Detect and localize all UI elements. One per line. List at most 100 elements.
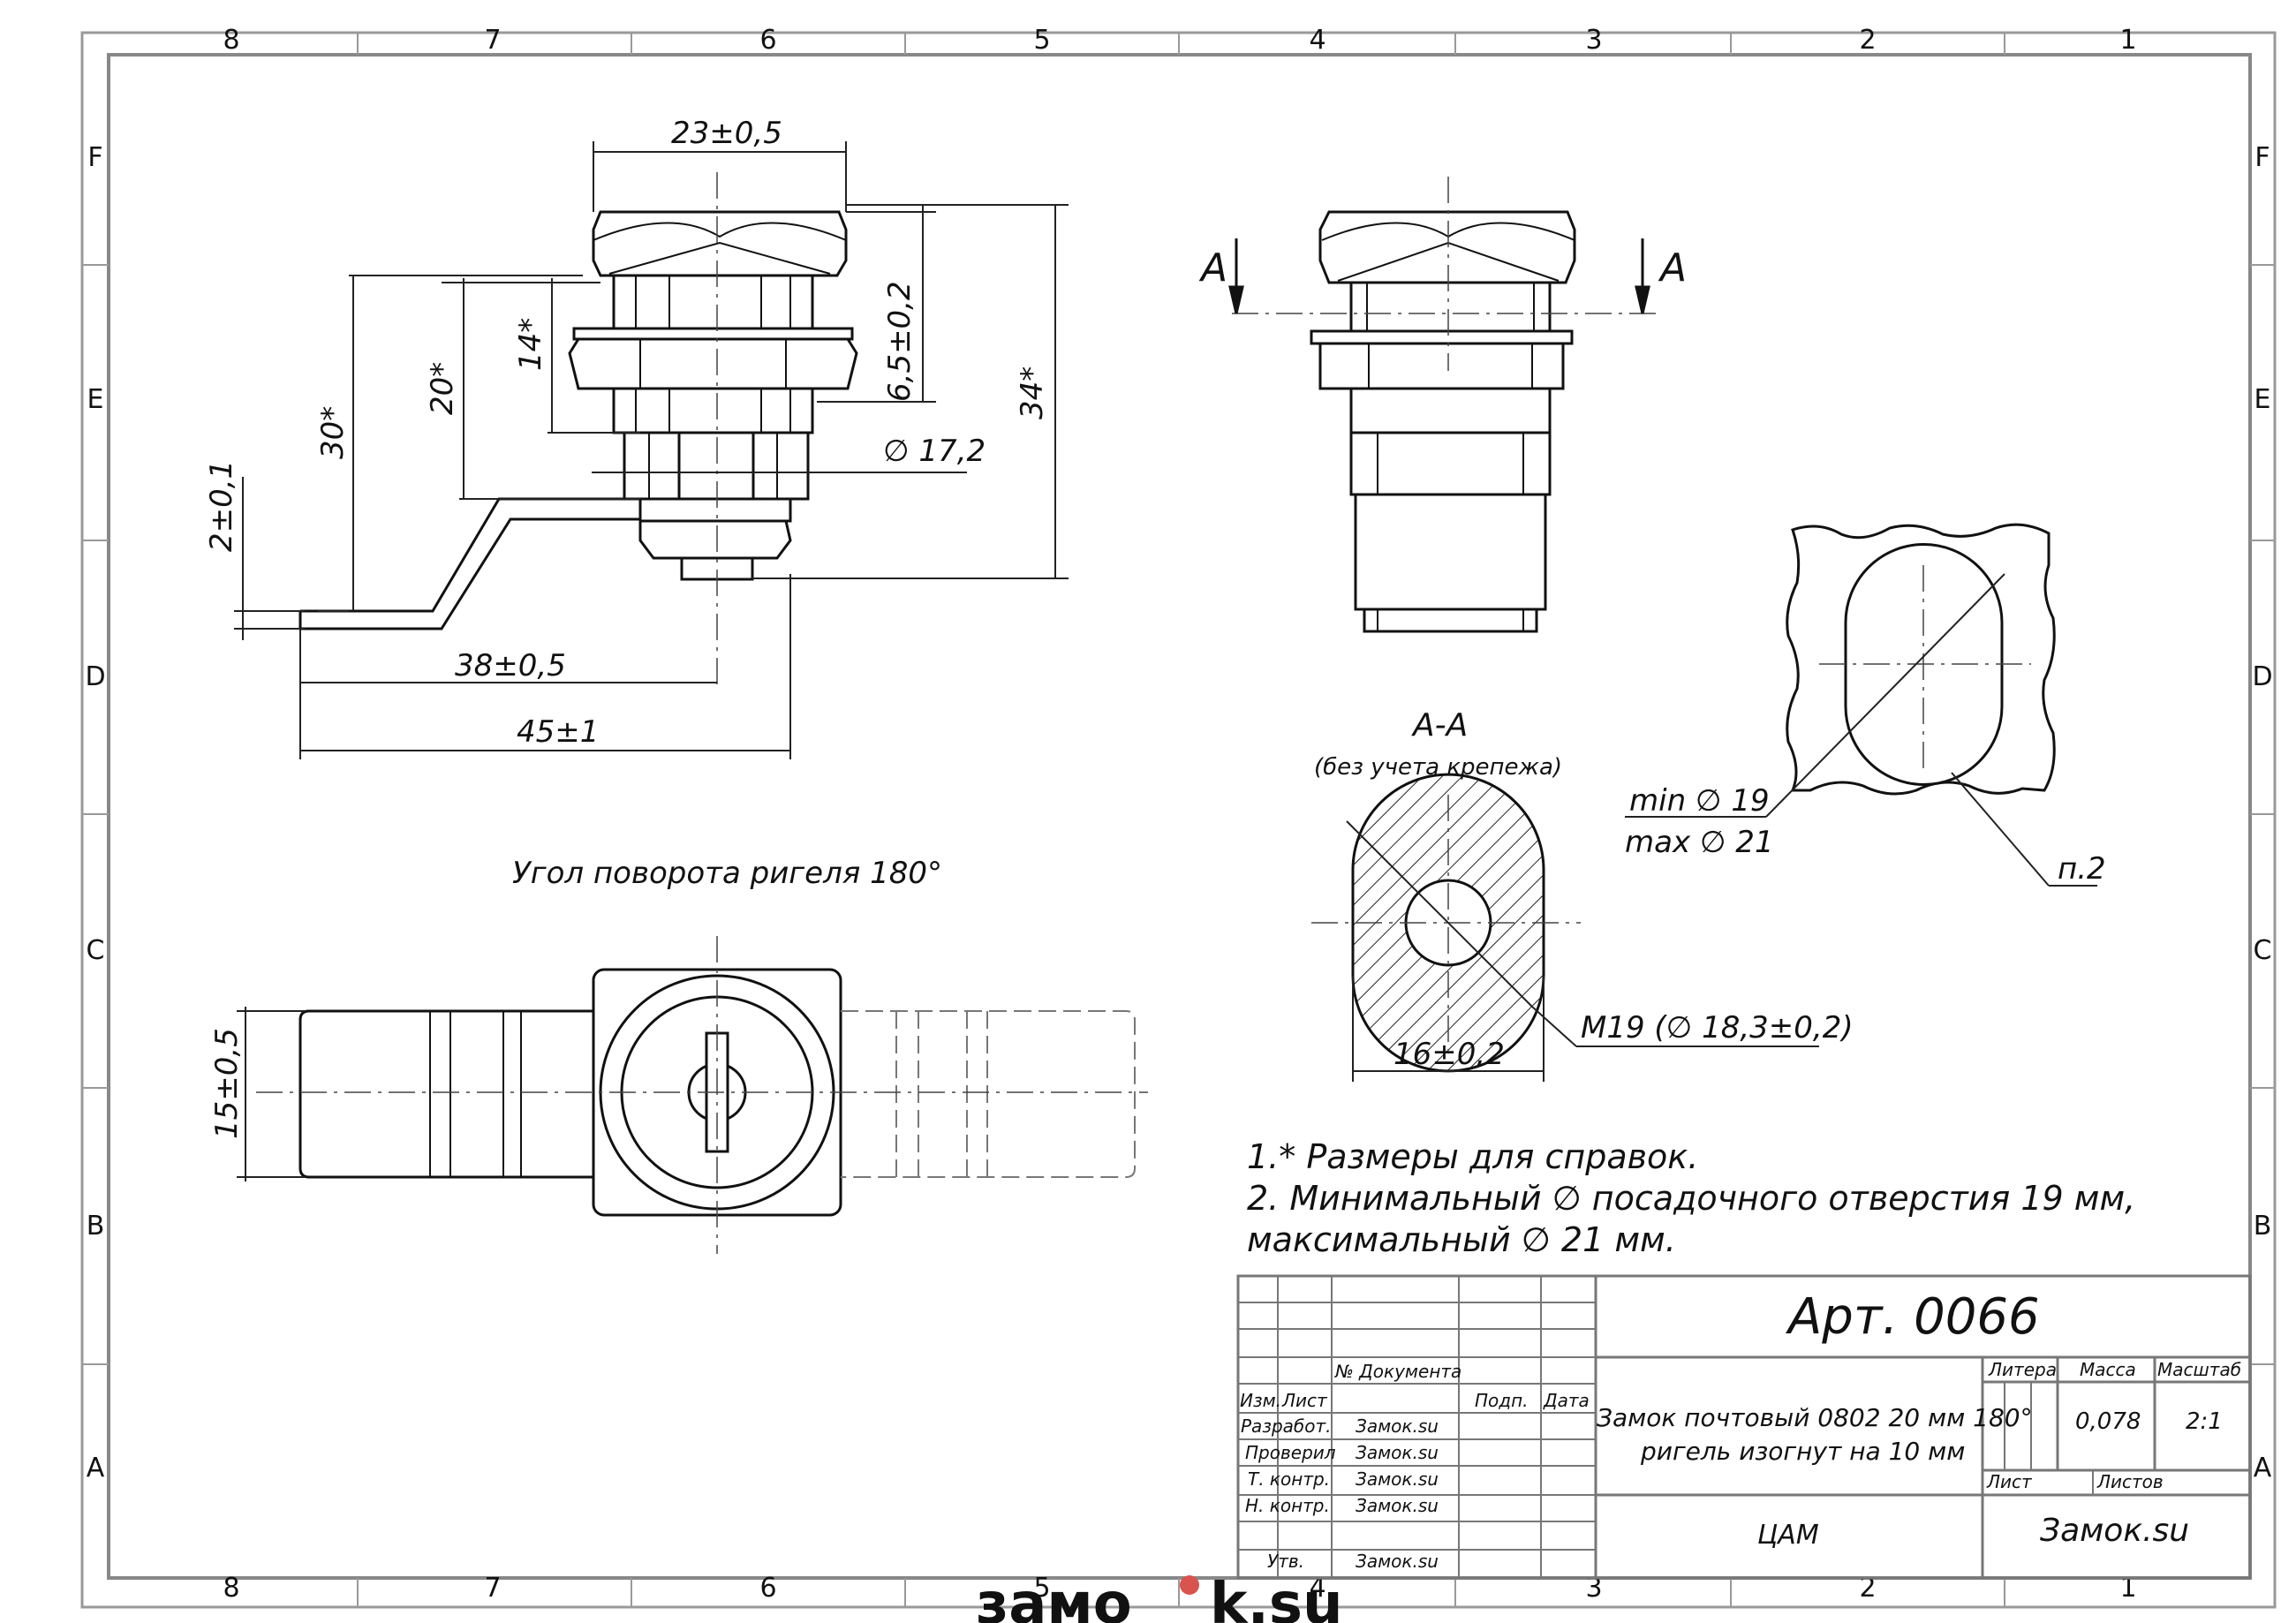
zone-col-bottom-4: 5 xyxy=(1033,1573,1050,1604)
role-2: Проверил xyxy=(1245,1442,1336,1463)
company-name: Замок.su xyxy=(2040,1513,2189,1549)
zone-col-bottom-7: 2 xyxy=(1859,1573,1876,1604)
section-letters: А А xyxy=(1198,245,1687,291)
name-1: Замок.su xyxy=(1356,1415,1439,1437)
product-name-1: Замок почтовый 0802 20 мм 180° xyxy=(1597,1403,2033,1432)
hdr-sheets: Листов xyxy=(2096,1471,2164,1492)
ref-p2: п.2 xyxy=(2058,851,2106,887)
rotation-note: Угол поворота ригеля 180° xyxy=(512,856,942,891)
stem xyxy=(612,274,814,330)
hdr-doc: № Документа xyxy=(1334,1361,1461,1382)
masshtab-value: 2:1 xyxy=(2186,1408,2223,1435)
zone-row-left-4: C xyxy=(87,935,105,966)
zone-col-bottom-1: 8 xyxy=(223,1573,239,1604)
note-3: максимальный ∅ 21 мм. xyxy=(1247,1220,1676,1259)
zone-row-right-1: F xyxy=(2254,142,2270,173)
zone-col-top-5: 4 xyxy=(1309,25,1325,56)
note-2: 2. Минимальный ∅ посадочного отверстия 1… xyxy=(1247,1179,2135,1218)
top-view xyxy=(256,936,1148,1254)
name-2: Замок.su xyxy=(1356,1442,1439,1463)
title-block-texts: Арт. 0066 Замок почтовый 0802 20 мм 180°… xyxy=(1240,1288,2241,1572)
dim-height-14: 14* xyxy=(513,318,548,371)
zone-col-top-7: 2 xyxy=(1859,25,1876,56)
hdr-data: Дата xyxy=(1543,1390,1590,1411)
dim-thread: M19 (∅ 18,3±0,2) xyxy=(1581,1010,1854,1046)
role-3: Т. контр. xyxy=(1248,1468,1330,1490)
zone-columns: 8 7 6 5 4 3 2 1 8 7 6 5 4 3 2 1 xyxy=(223,25,2136,1604)
section-mark-left: А xyxy=(1198,245,1227,291)
role-5: Утв. xyxy=(1267,1551,1304,1572)
hdr-izm: Изм. xyxy=(1240,1390,1281,1411)
top-view-dimensions xyxy=(237,1007,305,1181)
dim-width-15: 15±0,5 xyxy=(209,1028,245,1139)
name-4: Замок.su xyxy=(1356,1495,1439,1516)
zone-col-bottom-8: 1 xyxy=(2119,1573,2136,1604)
zone-col-top-1: 8 xyxy=(223,25,239,56)
zone-row-left-3: D xyxy=(85,661,105,692)
section-a-a: А-А (без учета крепежа) 16±0,2 M19 (∅ 18… xyxy=(1311,707,1854,1082)
dim-len-38: 38±0,5 xyxy=(455,648,566,683)
zone-col-top-6: 3 xyxy=(1585,25,1602,56)
zone-ticks xyxy=(82,33,2275,1607)
name-5: Замок.su xyxy=(1356,1551,1439,1572)
dim-height-34: 34* xyxy=(1015,366,1050,419)
zone-row-left-2: E xyxy=(87,384,104,415)
section-arrows xyxy=(1228,238,1650,314)
dim-height-6-5: 6,5±0,2 xyxy=(882,281,918,402)
zone-row-left-1: F xyxy=(87,142,102,173)
hdr-list: Лист xyxy=(1281,1390,1328,1411)
role-4: Н. контр. xyxy=(1245,1495,1330,1516)
section-mark-right: А xyxy=(1658,245,1687,291)
dim-height-20: 20* xyxy=(425,362,460,415)
zone-col-top-4: 5 xyxy=(1033,25,1050,56)
hdr-podp: Подп. xyxy=(1475,1390,1529,1411)
zone-col-bottom-6: 3 xyxy=(1585,1573,1602,1604)
zone-col-bottom-5: 4 xyxy=(1309,1573,1325,1604)
side-view-dimensions xyxy=(234,141,1069,759)
washer xyxy=(572,327,854,341)
hole-max: max ∅ 21 xyxy=(1625,825,1774,860)
watermark-text-left: замо xyxy=(976,1572,1132,1623)
zone-row-left-6: A xyxy=(87,1453,105,1483)
front-view xyxy=(1232,177,1656,633)
hole-detail: min ∅ 19 max ∅ 21 п.2 xyxy=(1625,523,2106,887)
watermark-logo: замо k.su xyxy=(976,1572,1343,1623)
zone-col-bottom-3: 6 xyxy=(759,1573,776,1604)
zone-row-left-5: B xyxy=(87,1211,105,1242)
zone-col-top-8: 1 xyxy=(2119,25,2136,56)
zone-row-right-5: B xyxy=(2254,1211,2272,1242)
hdr-litera: Литера xyxy=(1988,1359,2057,1380)
dim-width-23: 23±0,5 xyxy=(671,116,782,151)
zone-row-right-3: D xyxy=(2252,661,2272,692)
role-1: Разработ. xyxy=(1241,1415,1331,1437)
hdr-sheet: Лист xyxy=(1986,1471,2033,1492)
product-name-2: ригель изогнут на 10 мм xyxy=(1640,1437,1965,1466)
zone-row-right-2: E xyxy=(2254,384,2271,415)
note-1: 1.* Размеры для справок. xyxy=(1247,1137,1698,1176)
cam-bar xyxy=(300,497,640,630)
zone-col-top-3: 6 xyxy=(759,25,776,56)
dim-width-16: 16±0,2 xyxy=(1393,1037,1505,1072)
watermark-accent xyxy=(1180,1575,1199,1595)
dim-height-2: 2±0,1 xyxy=(204,460,239,552)
section-title: А-А xyxy=(1411,707,1468,744)
zone-row-right-4: C xyxy=(2254,935,2272,966)
hdr-masshtab: Масштаб xyxy=(2157,1359,2241,1380)
org-name: ЦАМ xyxy=(1757,1520,1819,1551)
sheet-frame xyxy=(80,31,2277,1609)
side-view xyxy=(298,172,858,689)
massa-value: 0,078 xyxy=(2075,1408,2141,1435)
title-block xyxy=(1236,1274,2252,1580)
notes: 1.* Размеры для справок. 2. Минимальный … xyxy=(1247,1137,2135,1259)
zone-col-top-2: 7 xyxy=(484,25,501,56)
cam-top xyxy=(298,1009,595,1179)
hex-nut xyxy=(568,337,858,390)
zone-row-right-6: A xyxy=(2254,1453,2272,1483)
watermark-text-right: k.su xyxy=(1210,1572,1343,1623)
zone-col-bottom-2: 7 xyxy=(484,1573,501,1604)
dim-len-45: 45±1 xyxy=(517,714,599,750)
zone-rows: F E D C B A F E D C B A xyxy=(85,142,2272,1483)
name-3: Замок.su xyxy=(1356,1468,1439,1490)
dim-height-30: 30* xyxy=(315,406,351,459)
